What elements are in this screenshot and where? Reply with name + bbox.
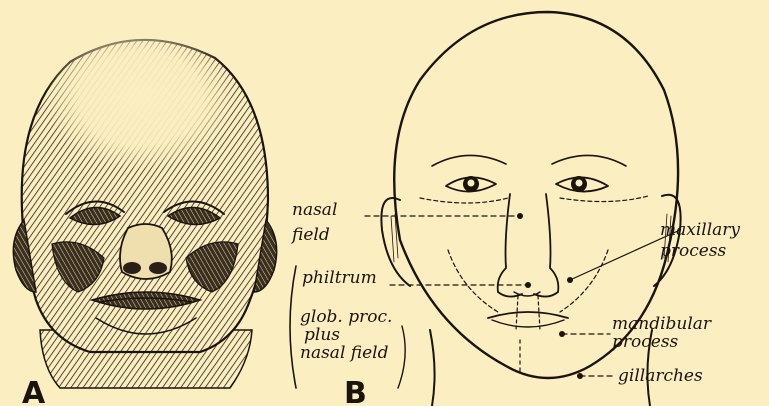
label-glob-2: plus <box>304 325 340 345</box>
label-maxillary-2: process <box>660 241 727 261</box>
label-glob-1: glob. proc. <box>300 307 392 327</box>
panel-b-letter: B <box>344 376 367 406</box>
embryo-head-drawing <box>13 26 276 388</box>
label-philtrum: philtrum <box>302 268 377 288</box>
label-maxillary-1: maxillary <box>660 220 740 240</box>
label-nasal-1: nasal <box>292 200 337 220</box>
label-gillarches: gillarches <box>618 366 703 386</box>
panel-a-letter: A <box>22 376 46 406</box>
label-mandibular-1: mandibular <box>612 314 712 334</box>
label-mandibular-2: process <box>612 332 679 352</box>
label-nasal-2: field <box>290 225 330 245</box>
label-glob-3: nasal field <box>300 343 389 363</box>
